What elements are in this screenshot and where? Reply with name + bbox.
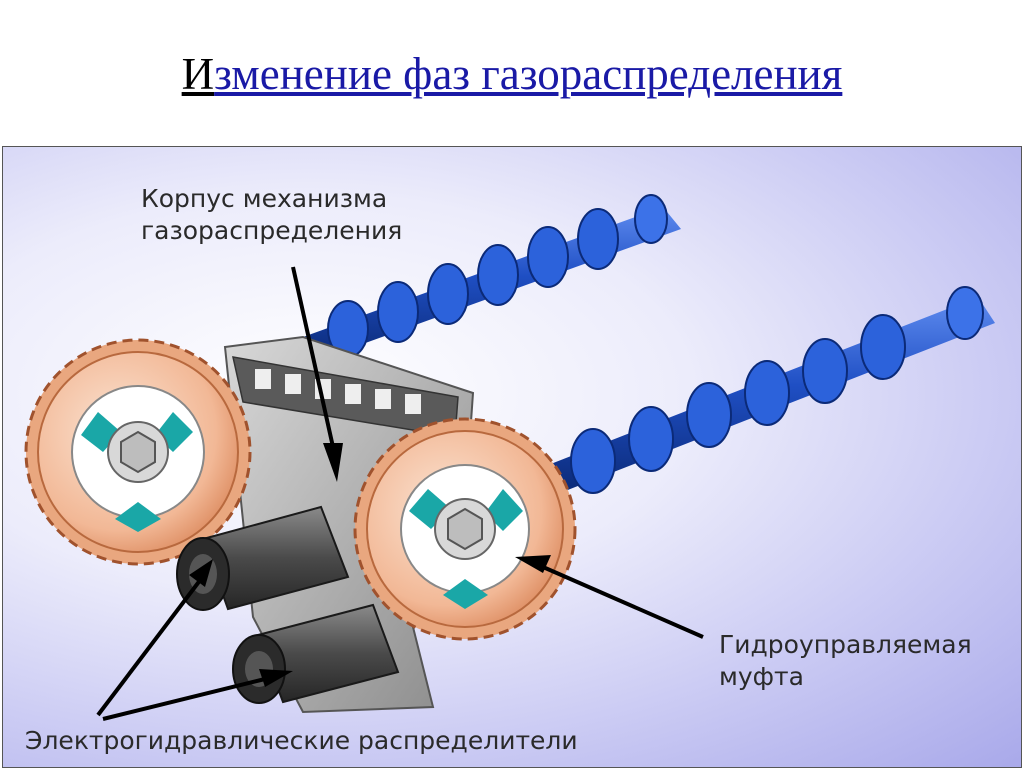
label-mechanism-housing: Корпус механизма газораспределения	[141, 183, 402, 247]
upper-camshaft	[303, 194, 681, 359]
slide-title-first-letter: И	[181, 49, 215, 99]
left-coupling-gear	[24, 338, 252, 566]
slide-title-link[interactable]: зменение фаз газораспределения	[214, 49, 843, 99]
label-hydraulic-coupling: Гидроуправляемая муфта	[719, 629, 972, 693]
label-mechanism-housing-line2: газораспределения	[141, 216, 403, 245]
label-hydraulic-coupling-line1: Гидроуправляемая	[719, 630, 972, 659]
lower-camshaft	[543, 286, 995, 494]
annotation-arrows	[96, 266, 704, 721]
mechanism-illustration	[24, 194, 995, 721]
diagram-frame: Корпус механизма газораспределения Гидро…	[2, 146, 1022, 768]
label-electrohydraulic-distributors: Электрогидравлические распределители	[25, 726, 578, 755]
label-mechanism-housing-line1: Корпус механизма	[141, 184, 388, 213]
right-coupling-gear	[353, 417, 577, 641]
label-hydraulic-coupling-line2: муфта	[719, 662, 804, 691]
slide-title: Изменение фаз газораспределения	[0, 44, 1024, 104]
